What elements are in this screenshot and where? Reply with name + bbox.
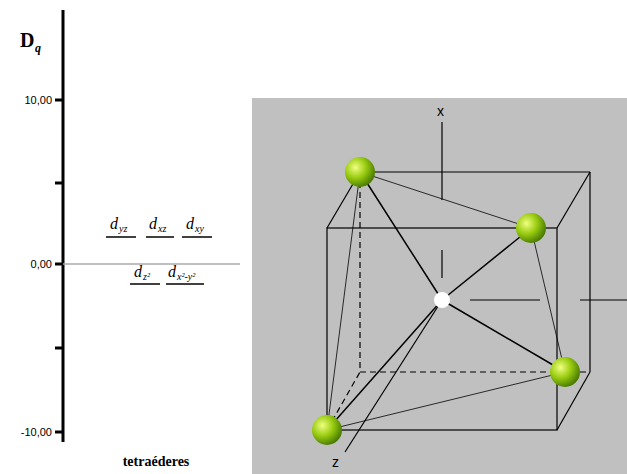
- orbital-symbol: d: [186, 216, 194, 232]
- energy-levels: [106, 237, 212, 284]
- orbital-subscript: xz: [158, 224, 166, 234]
- axis-label: z: [332, 455, 339, 469]
- tick-label: 0,00: [31, 259, 52, 270]
- orbital-subscript: z²: [143, 272, 150, 282]
- tetrahedron-edges: [327, 172, 565, 430]
- orbital-symbol: d: [149, 216, 157, 232]
- orbital-subscript: x²-y²: [177, 272, 195, 282]
- axis-subscript: q: [35, 42, 41, 54]
- axis-label: x: [437, 104, 444, 118]
- orbital-symbol: d: [110, 216, 118, 232]
- energy-axis: [55, 10, 63, 442]
- cube: [327, 172, 590, 430]
- zero-line: [63, 263, 240, 265]
- bonds: [327, 172, 565, 430]
- orbital-subscript: xy: [195, 224, 204, 234]
- illustration-ground: [252, 98, 627, 474]
- orbital-symbol: d: [134, 264, 142, 280]
- caption: tetraéderes: [123, 455, 190, 469]
- tick-label: 10,00: [24, 95, 52, 106]
- ligand-spheres: [312, 157, 580, 445]
- tick-label: -10,00: [21, 427, 52, 438]
- metal-center: [434, 292, 450, 308]
- coordinate-axes: [345, 122, 627, 452]
- orbital-subscript: yz: [119, 224, 127, 234]
- orbital-symbol: d: [168, 264, 176, 280]
- axis-symbol: D: [20, 30, 34, 50]
